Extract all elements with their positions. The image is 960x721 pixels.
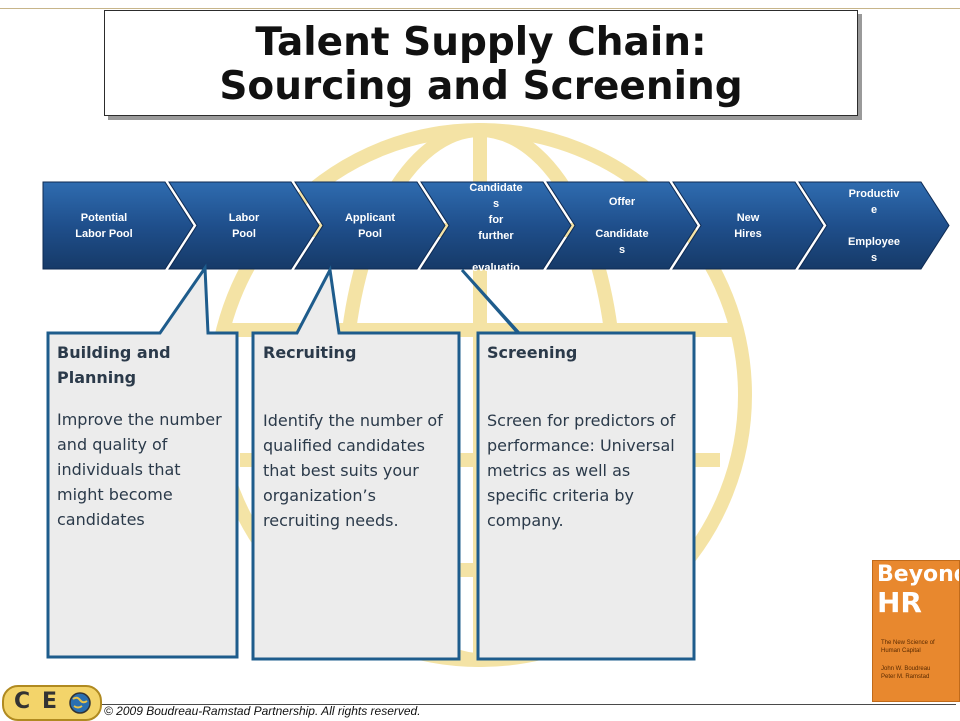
callout-building-box [46, 263, 239, 659]
chain-stage-7 [798, 181, 950, 270]
logo-letter-e: E [42, 689, 58, 714]
screening-text: Screening Screen for predictors of perfo… [487, 340, 687, 533]
chain-stage-6 [672, 181, 824, 270]
slide-title-line-2: Sourcing and Screening [219, 64, 743, 109]
logo-letter-c: C [14, 689, 31, 714]
title-box: Talent Supply Chain: Sourcing and Screen… [104, 10, 858, 116]
recruiting-body: Identify the number of qualified candida… [263, 411, 443, 530]
chain-stage-label-7: Productiv e Employee s [848, 187, 900, 264]
chain-stage-label-1: Potential Labor Pool [75, 211, 133, 240]
chain-stage-4 [420, 181, 572, 270]
recruiting-heading: Recruiting [263, 343, 357, 362]
chain-stage-label-3: Applicant Pool [344, 211, 396, 240]
chain-stage-5 [546, 181, 698, 270]
building-body: Improve the number and quality of indivi… [57, 410, 222, 529]
screening-heading: Screening [487, 343, 578, 362]
ceo-logo: C E [2, 685, 102, 721]
chain-stage-3 [294, 181, 446, 270]
building-text: Building and Planning Improve the number… [57, 340, 232, 532]
chain-stage-label-5: Offer Candidate s [595, 195, 649, 256]
book-title: Beyond HR [877, 562, 959, 619]
chain-stage-label-2: Labor Pool [228, 211, 260, 240]
screening-body: Screen for predictors of performance: Un… [487, 411, 676, 530]
chain-stage-1 [42, 181, 194, 270]
footer-rule [96, 704, 956, 705]
top-rule [0, 8, 960, 9]
chain-stage-2 [168, 181, 320, 270]
book-cover-image: Beyond HR The New Science of Human Capit… [872, 560, 960, 702]
book-subtitle: The New Science of Human Capital [881, 640, 935, 654]
copyright-text: © 2009 Boudreau-Ramstad Partnership. All… [104, 704, 421, 718]
globe-icon [69, 692, 91, 714]
chain-stage-label-4: Candidate s for further evaluatio [469, 182, 523, 274]
callout-screening-box [460, 268, 696, 661]
recruiting-text: Recruiting Identify the number of qualif… [263, 340, 453, 533]
callout-recruiting-box [251, 265, 461, 661]
slide-title-line-1: Talent Supply Chain: [255, 20, 707, 65]
chain-stage-label-6: New Hires [734, 211, 762, 240]
book-authors: John W. Boudreau Peter M. Ramstad [881, 666, 931, 680]
building-heading: Building and Planning [57, 343, 171, 387]
